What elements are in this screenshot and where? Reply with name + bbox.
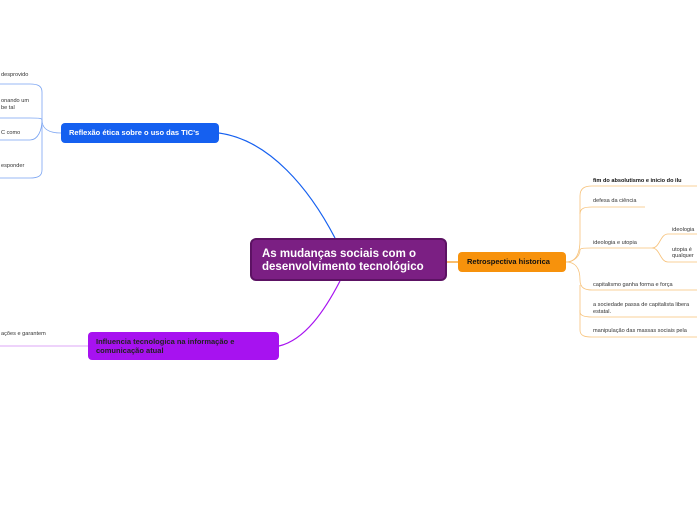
- central-topic-line1: As mudanças sociais com o: [262, 248, 417, 260]
- subtopic-orange-5[interactable]: a sociedade passa de capitalista libera: [593, 302, 690, 308]
- subtopic-blue-2b[interactable]: be tal: [1, 105, 15, 111]
- subtopic-orange-3b[interactable]: utopia é: [672, 247, 692, 253]
- subtopic-purple-1[interactable]: ações e garantem: [1, 331, 46, 337]
- subtopic-orange-6[interactable]: manipulação das massas sociais pela: [593, 328, 687, 334]
- subtopic-orange-5b[interactable]: estatal.: [593, 309, 612, 315]
- topic-label-line1: Influencia tecnologica na informação e: [96, 337, 235, 346]
- subtopic-orange-3a[interactable]: ideologia: [672, 227, 695, 233]
- subtopic-orange-1[interactable]: fim do absolutismo e inicio do ilu: [593, 178, 682, 184]
- subtopic-orange-3c[interactable]: qualquer: [672, 253, 694, 259]
- topic-reflexao-etica[interactable]: Reflexão ética sobre o uso das TIC's: [61, 123, 219, 143]
- topic-influencia-tecnologica[interactable]: Influencia tecnologica na informação e c…: [88, 332, 279, 360]
- subtopic-blue-1[interactable]: desprovido: [1, 72, 29, 78]
- central-topic[interactable]: As mudanças sociais com o desenvolviment…: [250, 238, 447, 281]
- subtopic-orange-4[interactable]: capitalismo ganha forma e força: [593, 282, 673, 288]
- subtopic-blue-3[interactable]: C como: [1, 130, 21, 136]
- subtopic-blue-4[interactable]: esponder: [1, 163, 25, 169]
- subtopic-orange-3[interactable]: ideologia e utopia: [593, 240, 637, 246]
- subtopic-orange-2[interactable]: defesa da ciência: [593, 198, 637, 204]
- subtopic-blue-2[interactable]: onando um: [1, 98, 29, 104]
- central-topic-line2: desenvolvimento tecnológico: [262, 260, 424, 273]
- topic-label: Retrospectiva historica: [467, 257, 550, 266]
- topic-retrospectiva-historica[interactable]: Retrospectiva historica: [458, 252, 566, 272]
- topic-label: Reflexão ética sobre o uso das TIC's: [69, 128, 200, 137]
- topic-label-line2: comunicação atual: [96, 345, 164, 355]
